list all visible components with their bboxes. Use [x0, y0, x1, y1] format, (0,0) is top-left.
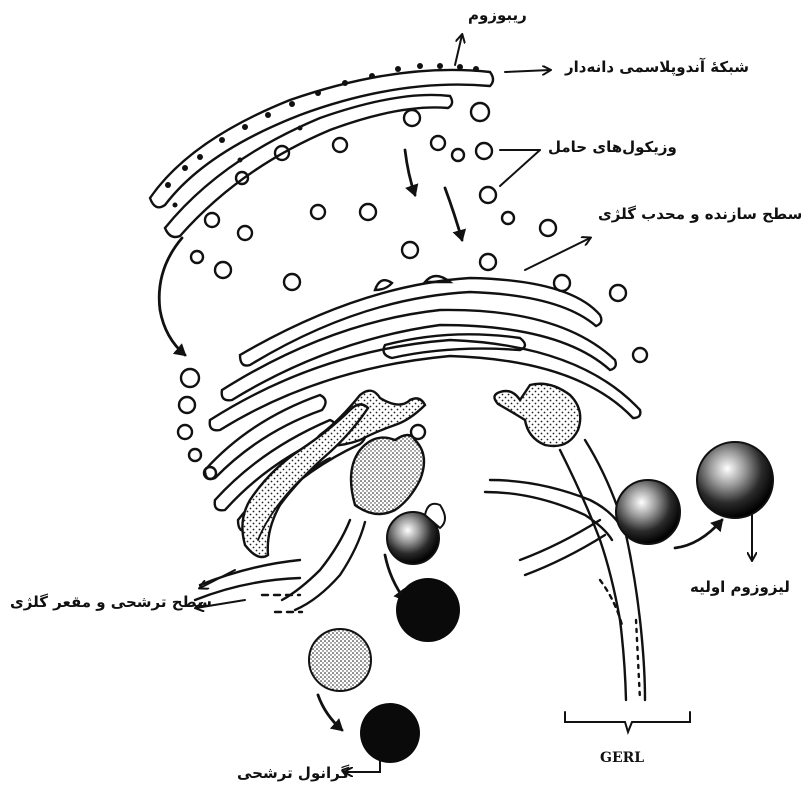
rough-er	[150, 70, 493, 237]
primary-lysosome	[697, 442, 773, 518]
label-primary-lysosome: لیزوزوم اولیه	[690, 578, 790, 596]
dotted-cisterna-2	[242, 404, 368, 557]
label-transport-vesicles: وزیکول‌های حامل	[548, 138, 677, 156]
label-maturing-face: سطح ترشحی و مقعر گلژی	[10, 593, 212, 611]
secretory-granule-mature	[360, 703, 420, 763]
flow-arrows	[159, 150, 722, 730]
gerl-bracket	[565, 712, 690, 732]
dense-granule-forming	[387, 504, 445, 564]
secretory-granule-dense	[396, 578, 460, 642]
label-forming-face: سطح سازنده و محدب گلژی	[598, 205, 801, 223]
label-rough-er: شبکهٔ آندوپلاسمی دانه‌دار	[565, 58, 749, 76]
gerl-saccule	[485, 384, 645, 700]
lysosome-forming	[616, 480, 680, 544]
label-ribosome: ریبوزوم	[468, 6, 527, 24]
secretory-granule-dotted	[309, 629, 371, 691]
label-secretory-granule: گرانول ترشحی	[237, 764, 349, 782]
label-gerl: GERL	[600, 750, 644, 766]
